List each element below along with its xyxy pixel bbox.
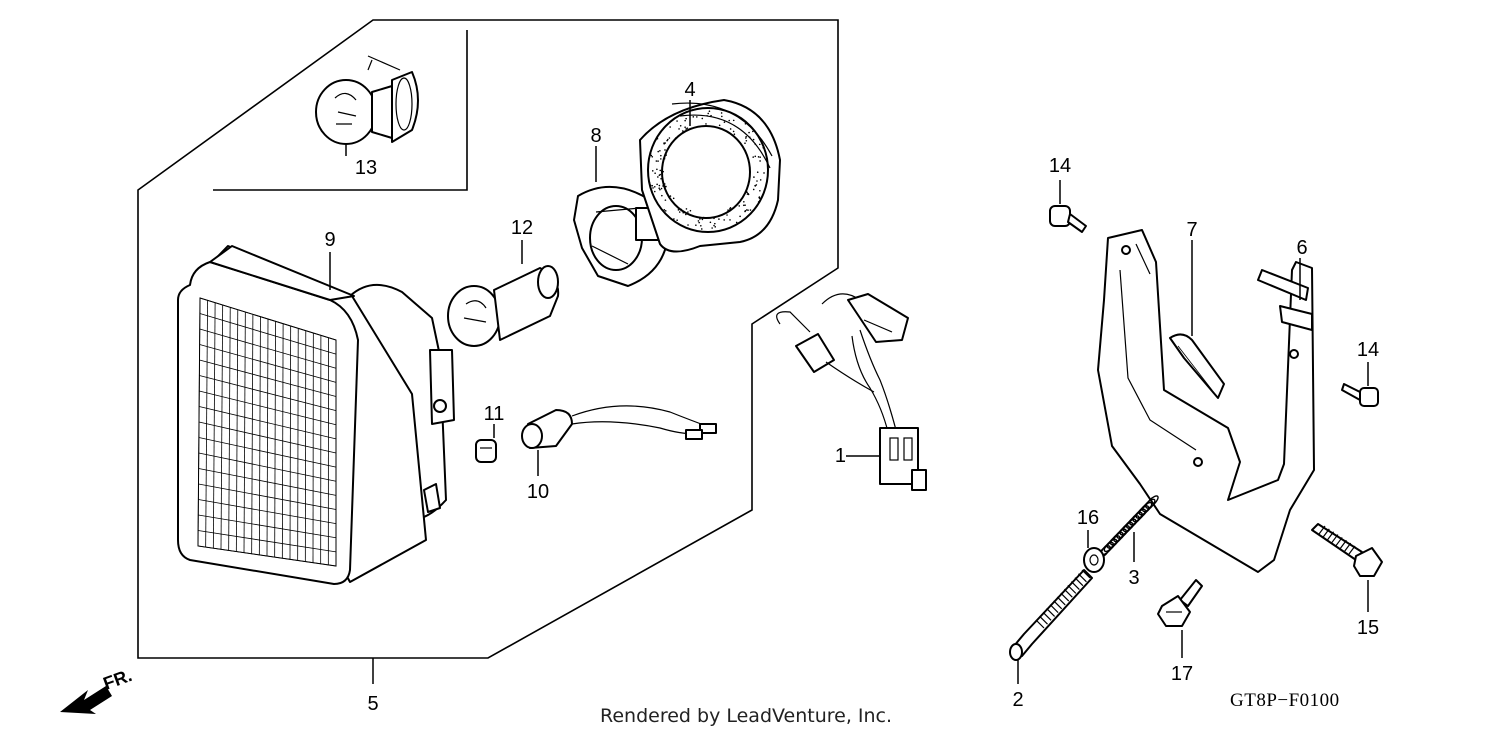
socket-8 — [573, 185, 669, 287]
callout-16[interactable]: 16 — [1077, 507, 1099, 529]
callout-10[interactable]: 10 — [527, 481, 549, 503]
boot-4 — [639, 99, 781, 253]
callout-11[interactable]: 11 — [484, 403, 505, 425]
front-direction-arrow: FR. — [60, 665, 135, 714]
callout-12[interactable]: 12 — [511, 217, 533, 239]
screw-14-top — [1049, 205, 1087, 233]
screw-14-right — [1341, 383, 1379, 407]
socket-10 — [521, 405, 717, 449]
assembly-outline — [137, 19, 839, 659]
credit-text: Rendered by LeadVenture, Inc. — [600, 705, 892, 727]
bulb-11 — [475, 439, 497, 463]
callout-14-right[interactable]: 14 — [1357, 339, 1379, 361]
callout-2[interactable]: 2 — [1012, 689, 1023, 711]
callout-7[interactable]: 7 — [1186, 219, 1197, 241]
front-direction-label: FR. — [101, 665, 135, 694]
bulb-inset-outline — [213, 30, 468, 191]
bracket-main — [1097, 229, 1315, 573]
callout-6[interactable]: 6 — [1296, 237, 1307, 259]
bolt-2 — [1009, 569, 1093, 661]
callout-13[interactable]: 13 — [355, 157, 377, 179]
bolt-17 — [1157, 579, 1203, 627]
washer-16 — [1083, 547, 1105, 573]
spring-3 — [1097, 495, 1159, 559]
callout-4[interactable]: 4 — [684, 79, 695, 101]
headlight-unit-9 — [177, 245, 455, 585]
callout-8[interactable]: 8 — [590, 125, 601, 147]
diagram-code: GT8P−F0100 — [1230, 690, 1340, 711]
callout-14-top[interactable]: 14 — [1049, 155, 1071, 177]
bulb-13 — [315, 55, 419, 145]
callout-17[interactable]: 17 — [1171, 663, 1193, 685]
callout-9[interactable]: 9 — [324, 229, 335, 251]
bolt-15 — [1311, 523, 1383, 577]
callout-3[interactable]: 3 — [1128, 567, 1139, 589]
callout-15[interactable]: 15 — [1357, 617, 1379, 639]
bulb-12 — [447, 265, 560, 347]
harness-1 — [776, 293, 927, 491]
callout-5[interactable]: 5 — [367, 693, 378, 715]
strip-7 — [1169, 333, 1225, 399]
callout-1[interactable]: 1 — [835, 445, 846, 467]
